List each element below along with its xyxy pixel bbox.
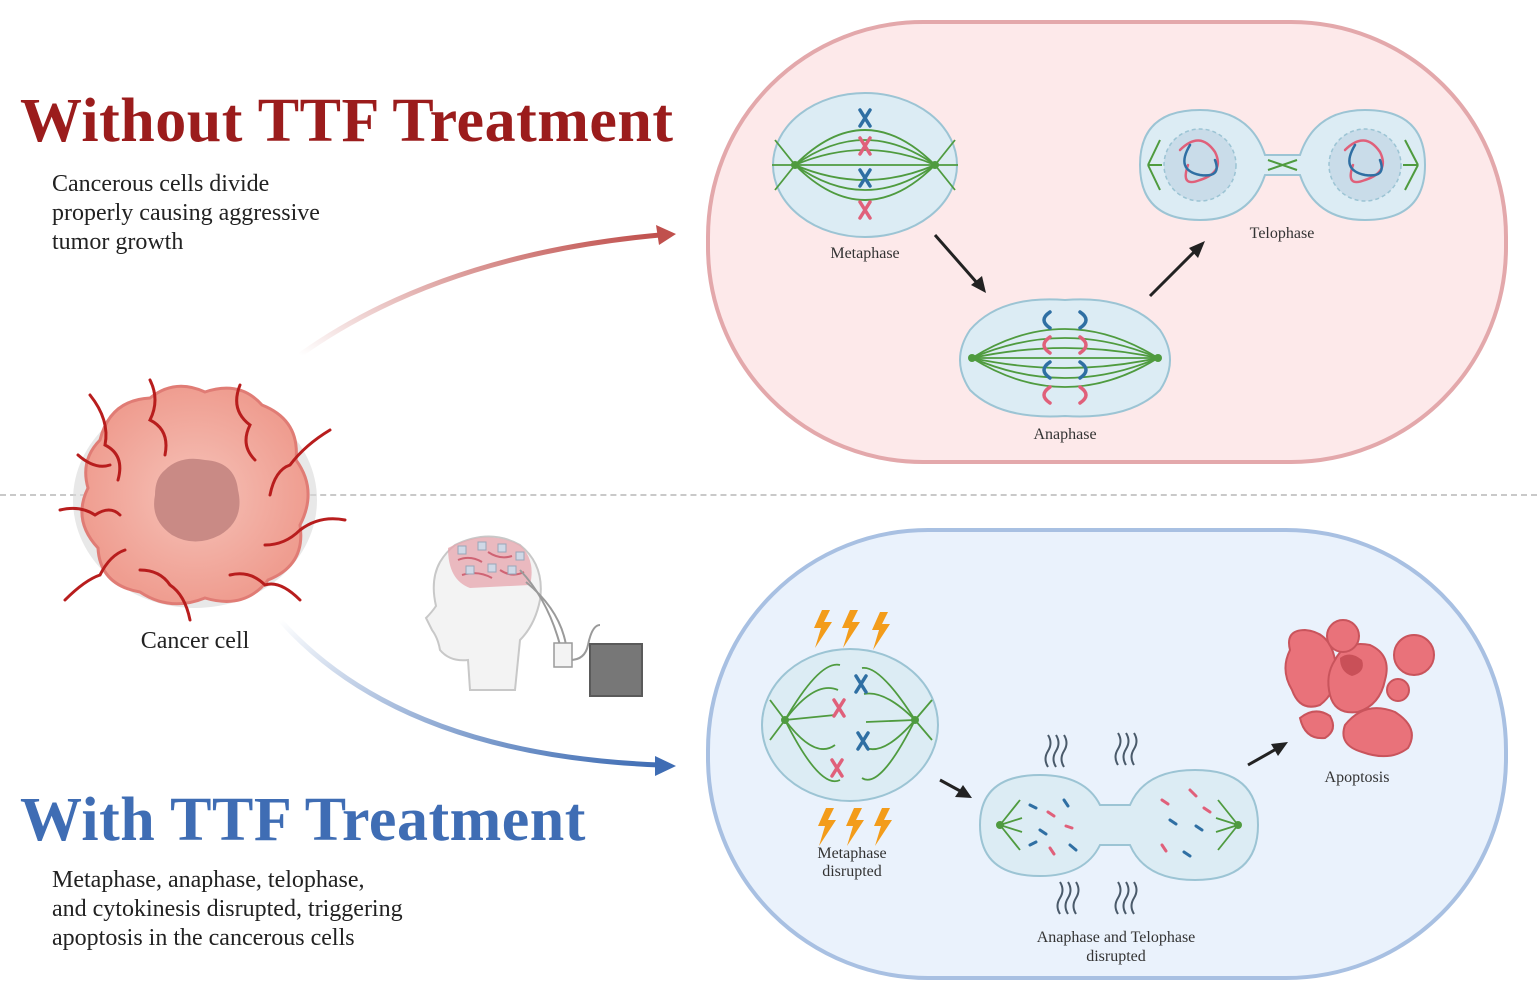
disrupted-anaphase-cell-icon [978, 768, 1260, 882]
bottom-arrowhead [655, 756, 676, 776]
section-divider [0, 494, 1537, 496]
bottom-description-line: and cytokinesis disrupted, triggering [52, 896, 403, 922]
bottom-title: With TTF Treatment [20, 786, 586, 854]
anaphase-to-telophase-arrow [1148, 241, 1205, 298]
telophase-cell-icon [1138, 108, 1427, 222]
bottom-description-line: apoptosis in the cancerous cells [52, 925, 355, 951]
top-description: Cancerous cells divide properly causing … [52, 170, 320, 257]
wave-icon-group [1044, 732, 1138, 915]
lightning-icon-group-bottom [818, 808, 892, 846]
top-title: Without TTF Treatment [20, 87, 674, 155]
top-curved-arrow [298, 232, 661, 358]
anaphase-cell-icon [959, 298, 1171, 418]
anaphase-telophase-disrupted-line: Anaphase and Telophase [1036, 929, 1196, 946]
metaphase-to-anaphase-arrow [933, 234, 986, 293]
bottom-curved-arrow [278, 618, 661, 768]
apoptosis-cell-icon [1284, 619, 1435, 758]
ttf-device-head-icon [424, 535, 643, 697]
anaphase-to-apoptosis-arrow [1247, 742, 1288, 767]
apoptosis-label: Apoptosis [1324, 769, 1390, 786]
anaphase-telophase-disrupted-label: Anaphase and Telophase disrupted [1000, 928, 1232, 966]
anaphase-label: Anaphase [1033, 426, 1097, 443]
metaphase-disrupted-line: disrupted [822, 863, 882, 880]
disrupted-metaphase-cell-icon [761, 648, 939, 802]
bottom-description: Metaphase, anaphase, telophase, and cyto… [52, 866, 403, 953]
top-description-line: tumor growth [52, 229, 184, 255]
metaphase-to-anaphase-disrupted-arrow [939, 778, 972, 798]
telophase-label: Telophase [1249, 225, 1315, 242]
metaphase-disrupted-line: Metaphase [817, 845, 887, 862]
metaphase-disrupted-label: Metaphase disrupted [792, 845, 912, 881]
top-arrowhead [656, 225, 676, 245]
metaphase-cell-icon [772, 92, 958, 238]
cancer-cell-icon [58, 378, 347, 622]
cancer-cell-label: Cancer cell [140, 628, 250, 654]
anaphase-telophase-disrupted-line: disrupted [1086, 948, 1146, 965]
metaphase-label: Metaphase [830, 245, 900, 262]
bottom-description-line: Metaphase, anaphase, telophase, [52, 867, 365, 893]
lightning-icon-group-top [814, 610, 890, 650]
top-description-line: Cancerous cells divide [52, 171, 270, 197]
top-description-line: properly causing aggressive [52, 200, 320, 226]
